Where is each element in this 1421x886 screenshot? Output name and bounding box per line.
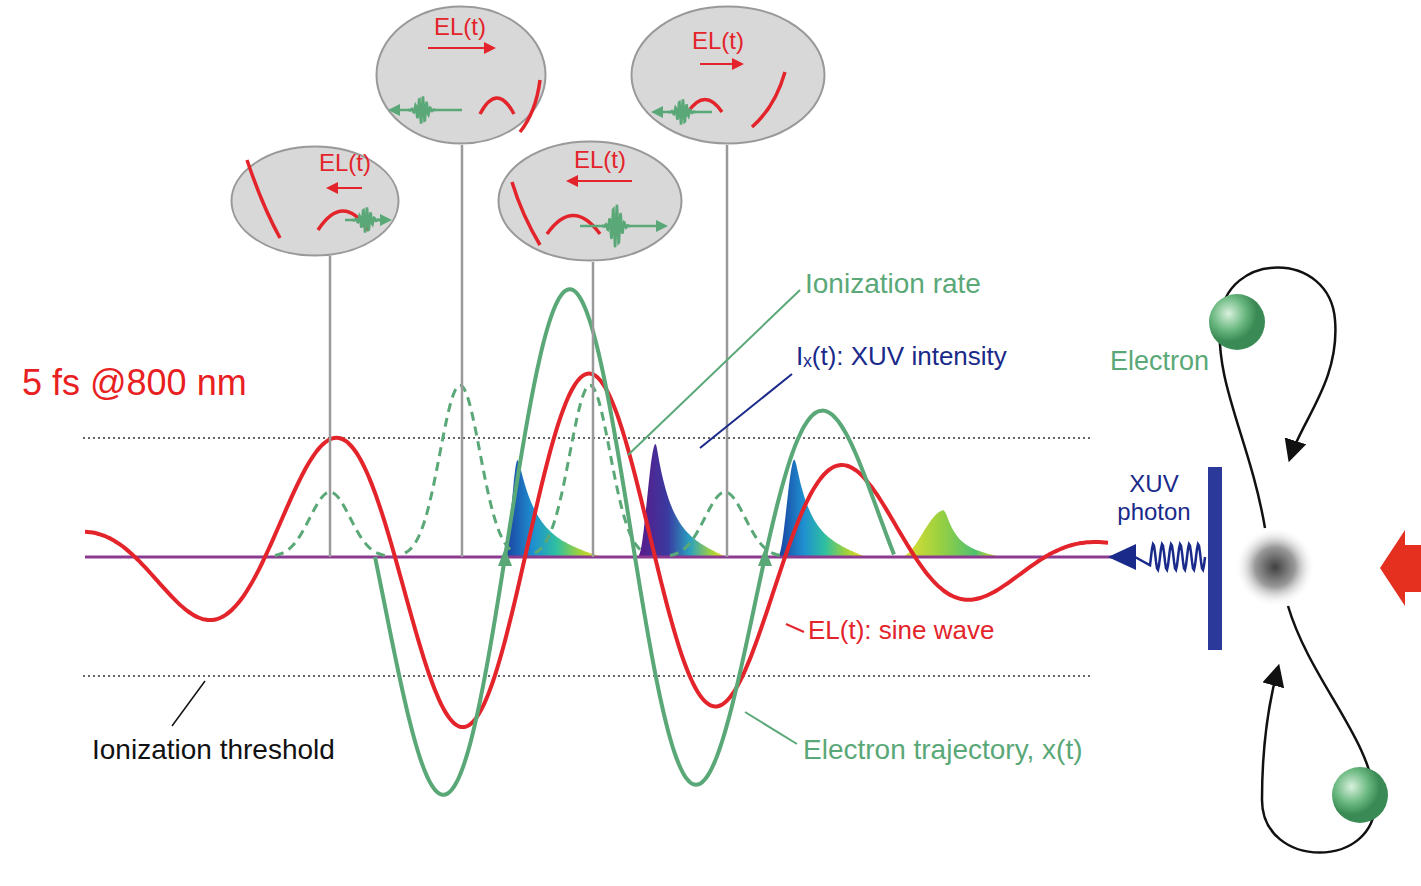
ionization-rate-bump bbox=[405, 385, 515, 553]
arrowhead bbox=[380, 214, 392, 226]
trajectory-arrowhead bbox=[758, 548, 772, 566]
part-label: XUV photon bbox=[1100, 470, 1208, 525]
curve-label: Iₓ(t): XUV intensity bbox=[796, 342, 1007, 372]
laser-arrow bbox=[1380, 530, 1421, 606]
direction-arrow bbox=[570, 180, 632, 182]
arrowhead bbox=[566, 175, 578, 187]
arrowhead bbox=[326, 182, 338, 194]
wave-packet bbox=[408, 96, 436, 123]
field-sketch bbox=[688, 100, 722, 113]
bubble-ellipse bbox=[232, 147, 399, 256]
photon-arrowhead bbox=[1108, 544, 1136, 570]
trajectory-arrowhead bbox=[498, 548, 512, 566]
bubble-ellipse bbox=[377, 7, 546, 144]
part-label: Electron bbox=[1110, 346, 1209, 377]
line-label: Ionization threshold bbox=[92, 734, 335, 766]
field-sketch bbox=[520, 80, 540, 132]
bubble-sketch bbox=[388, 42, 540, 132]
leader-line bbox=[786, 624, 804, 632]
wave-packet bbox=[668, 99, 696, 124]
field-symbol: EL(t) bbox=[319, 150, 371, 176]
bubble-ellipse bbox=[632, 7, 825, 144]
xuv-burst bbox=[900, 510, 1000, 557]
bubble-ellipse bbox=[499, 142, 682, 261]
speech-bubble: EL(t) bbox=[630, 5, 826, 145]
electron-ball bbox=[1209, 294, 1265, 350]
pulse-spec: 5 fs @800 nm bbox=[22, 362, 247, 403]
bubble-outline bbox=[630, 5, 826, 145]
xuv-filter-bar bbox=[1208, 467, 1222, 650]
electron-ball bbox=[1332, 767, 1388, 823]
threshold-line bbox=[83, 437, 1090, 439]
curve-label: Electron trajectory, x(t) bbox=[803, 734, 1083, 766]
arrowhead bbox=[388, 104, 400, 116]
bubble-outline bbox=[230, 145, 400, 257]
photon-wave bbox=[1135, 544, 1205, 570]
field-symbol: EL(t) bbox=[692, 28, 744, 54]
leader-line bbox=[172, 681, 205, 726]
leader-line bbox=[745, 712, 797, 744]
arrowhead bbox=[484, 42, 496, 54]
wave-packet bbox=[602, 205, 630, 248]
speech-bubble: EL(t) bbox=[375, 5, 547, 145]
bubble-sketch bbox=[512, 175, 668, 247]
curve-label: EL(t): sine wave bbox=[808, 616, 994, 646]
direction-arrow bbox=[428, 47, 492, 49]
field-sketch bbox=[480, 98, 514, 114]
atom bbox=[1235, 527, 1315, 607]
ionization-rate-bump bbox=[670, 492, 780, 555]
field-sketch bbox=[512, 182, 540, 245]
arrowhead bbox=[651, 106, 663, 118]
curve-label: Ionization rate bbox=[805, 268, 981, 300]
speech-bubble: EL(t) bbox=[230, 145, 400, 257]
arrowhead bbox=[732, 58, 744, 70]
arrowhead bbox=[656, 220, 668, 232]
wave-packet bbox=[352, 207, 380, 232]
field-symbol: EL(t) bbox=[574, 147, 626, 173]
threshold-line bbox=[83, 675, 1090, 677]
leader-line bbox=[700, 374, 792, 448]
bubble-sketch bbox=[651, 58, 785, 127]
time-axis bbox=[85, 556, 1112, 559]
field-symbol: EL(t) bbox=[434, 14, 486, 40]
speech-bubble: EL(t) bbox=[497, 140, 683, 262]
laser-field-curve bbox=[85, 374, 1108, 728]
field-sketch bbox=[752, 72, 785, 127]
xuv-bursts bbox=[505, 444, 1000, 557]
leader-line bbox=[628, 290, 800, 455]
field-sketch bbox=[247, 160, 280, 238]
